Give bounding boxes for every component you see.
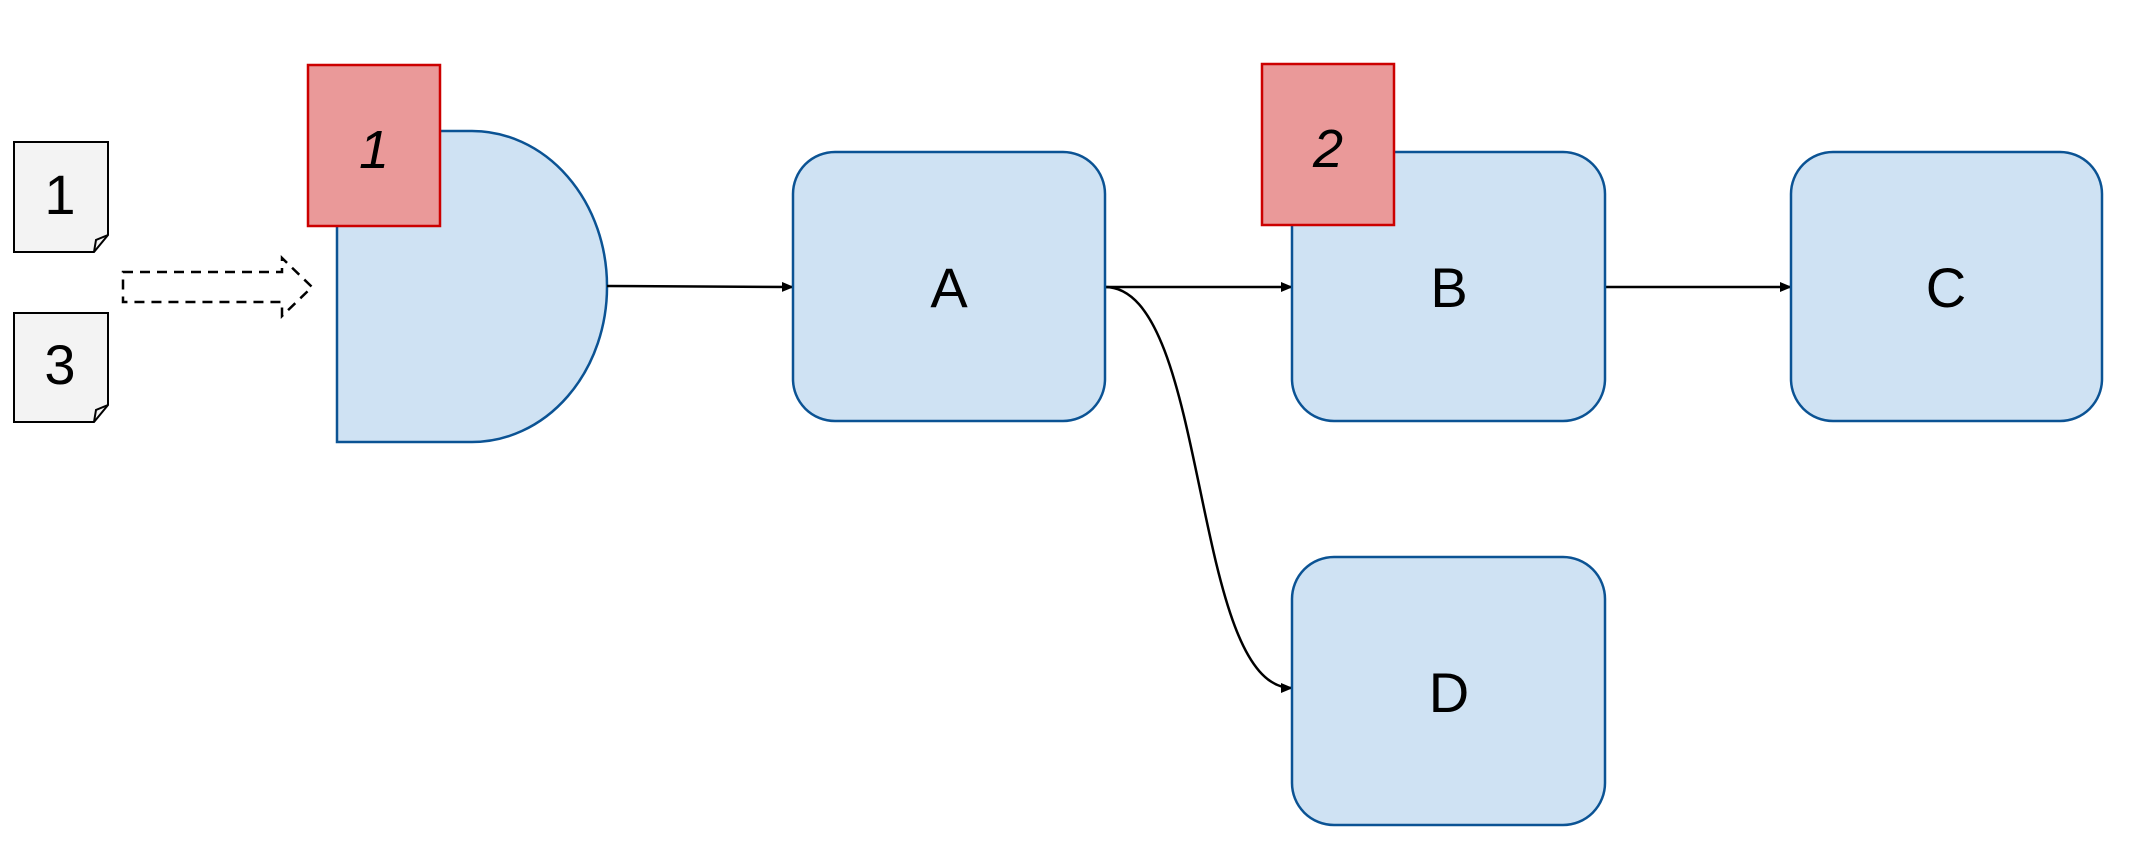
input-arrow xyxy=(121,255,314,319)
node-d-shape xyxy=(1290,555,1607,827)
edge-a-to-d xyxy=(1104,285,1293,693)
node-d: D xyxy=(1290,555,1607,827)
document-label: 3 xyxy=(44,333,75,396)
node-c-label: C xyxy=(1926,256,1966,319)
edge-delay-to-a xyxy=(606,281,794,292)
document-fold xyxy=(93,234,109,253)
marker-1: 1 xyxy=(306,63,442,228)
node-a-shape xyxy=(791,150,1107,423)
node-a: A xyxy=(791,150,1107,423)
document-icon-3: 3 xyxy=(13,312,109,423)
node-d-label: D xyxy=(1429,661,1469,724)
document-shape xyxy=(13,141,109,253)
document-label: 1 xyxy=(44,163,75,226)
node-a-label: A xyxy=(930,256,968,319)
document-icon-1: 1 xyxy=(13,141,109,253)
marker-1-label: 1 xyxy=(359,120,389,180)
node-c: C xyxy=(1789,150,2104,423)
marker-2: 2 xyxy=(1260,62,1396,227)
marker-2-label: 2 xyxy=(1312,119,1343,179)
marker-2-shape xyxy=(1260,62,1396,227)
marker-1-shape xyxy=(306,63,442,228)
node-c-shape xyxy=(1789,150,2104,423)
document-fold xyxy=(93,404,109,423)
node-b-label: B xyxy=(1430,256,1467,319)
document-shape xyxy=(13,312,109,423)
